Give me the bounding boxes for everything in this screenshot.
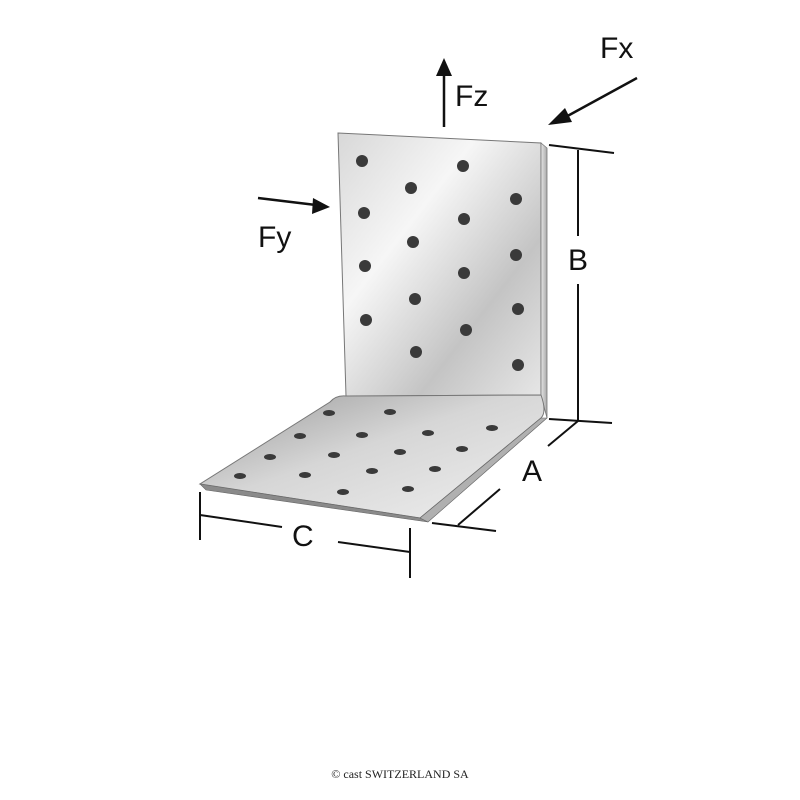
- hole: [429, 466, 441, 472]
- hole: [512, 359, 524, 371]
- hole: [410, 346, 422, 358]
- dimension-c-label: C: [292, 520, 314, 553]
- force-fx-arrow: [548, 76, 638, 125]
- hole: [394, 449, 406, 455]
- hole: [264, 454, 276, 460]
- hole: [402, 486, 414, 492]
- hole: [457, 160, 469, 172]
- hole: [294, 433, 306, 439]
- hole: [510, 193, 522, 205]
- base-leg: [198, 394, 548, 523]
- vertical-leg-holes: [356, 155, 524, 371]
- vertical-leg: [337, 132, 548, 419]
- hole: [234, 473, 246, 479]
- force-fx-label: Fx: [600, 32, 633, 65]
- dimension-a-label: A: [522, 455, 542, 488]
- hole: [458, 267, 470, 279]
- hole: [456, 446, 468, 452]
- hole: [337, 489, 349, 495]
- force-fy-label: Fy: [258, 221, 291, 254]
- hole: [366, 468, 378, 474]
- hole: [360, 314, 372, 326]
- copyright-notice: © cast SWITZERLAND SA: [331, 767, 469, 781]
- hole: [512, 303, 524, 315]
- hole: [460, 324, 472, 336]
- dimension-c: [199, 492, 411, 578]
- hole: [358, 207, 370, 219]
- force-fz-label: Fz: [455, 80, 488, 113]
- hole: [356, 432, 368, 438]
- hole: [510, 249, 522, 261]
- hole: [356, 155, 368, 167]
- hole: [486, 425, 498, 431]
- hole: [458, 213, 470, 225]
- hole: [384, 409, 396, 415]
- base-leg-holes: [234, 409, 498, 495]
- dimension-a: [431, 420, 579, 532]
- hole: [407, 236, 419, 248]
- force-fy-arrow: [257, 196, 330, 214]
- hole: [328, 452, 340, 458]
- hole: [323, 410, 335, 416]
- hole: [359, 260, 371, 272]
- hole: [405, 182, 417, 194]
- dimension-b-label: B: [568, 244, 588, 277]
- dimension-b: [548, 144, 615, 424]
- hole: [299, 472, 311, 478]
- hole: [422, 430, 434, 436]
- hole: [409, 293, 421, 305]
- force-fz-arrow: [436, 58, 452, 127]
